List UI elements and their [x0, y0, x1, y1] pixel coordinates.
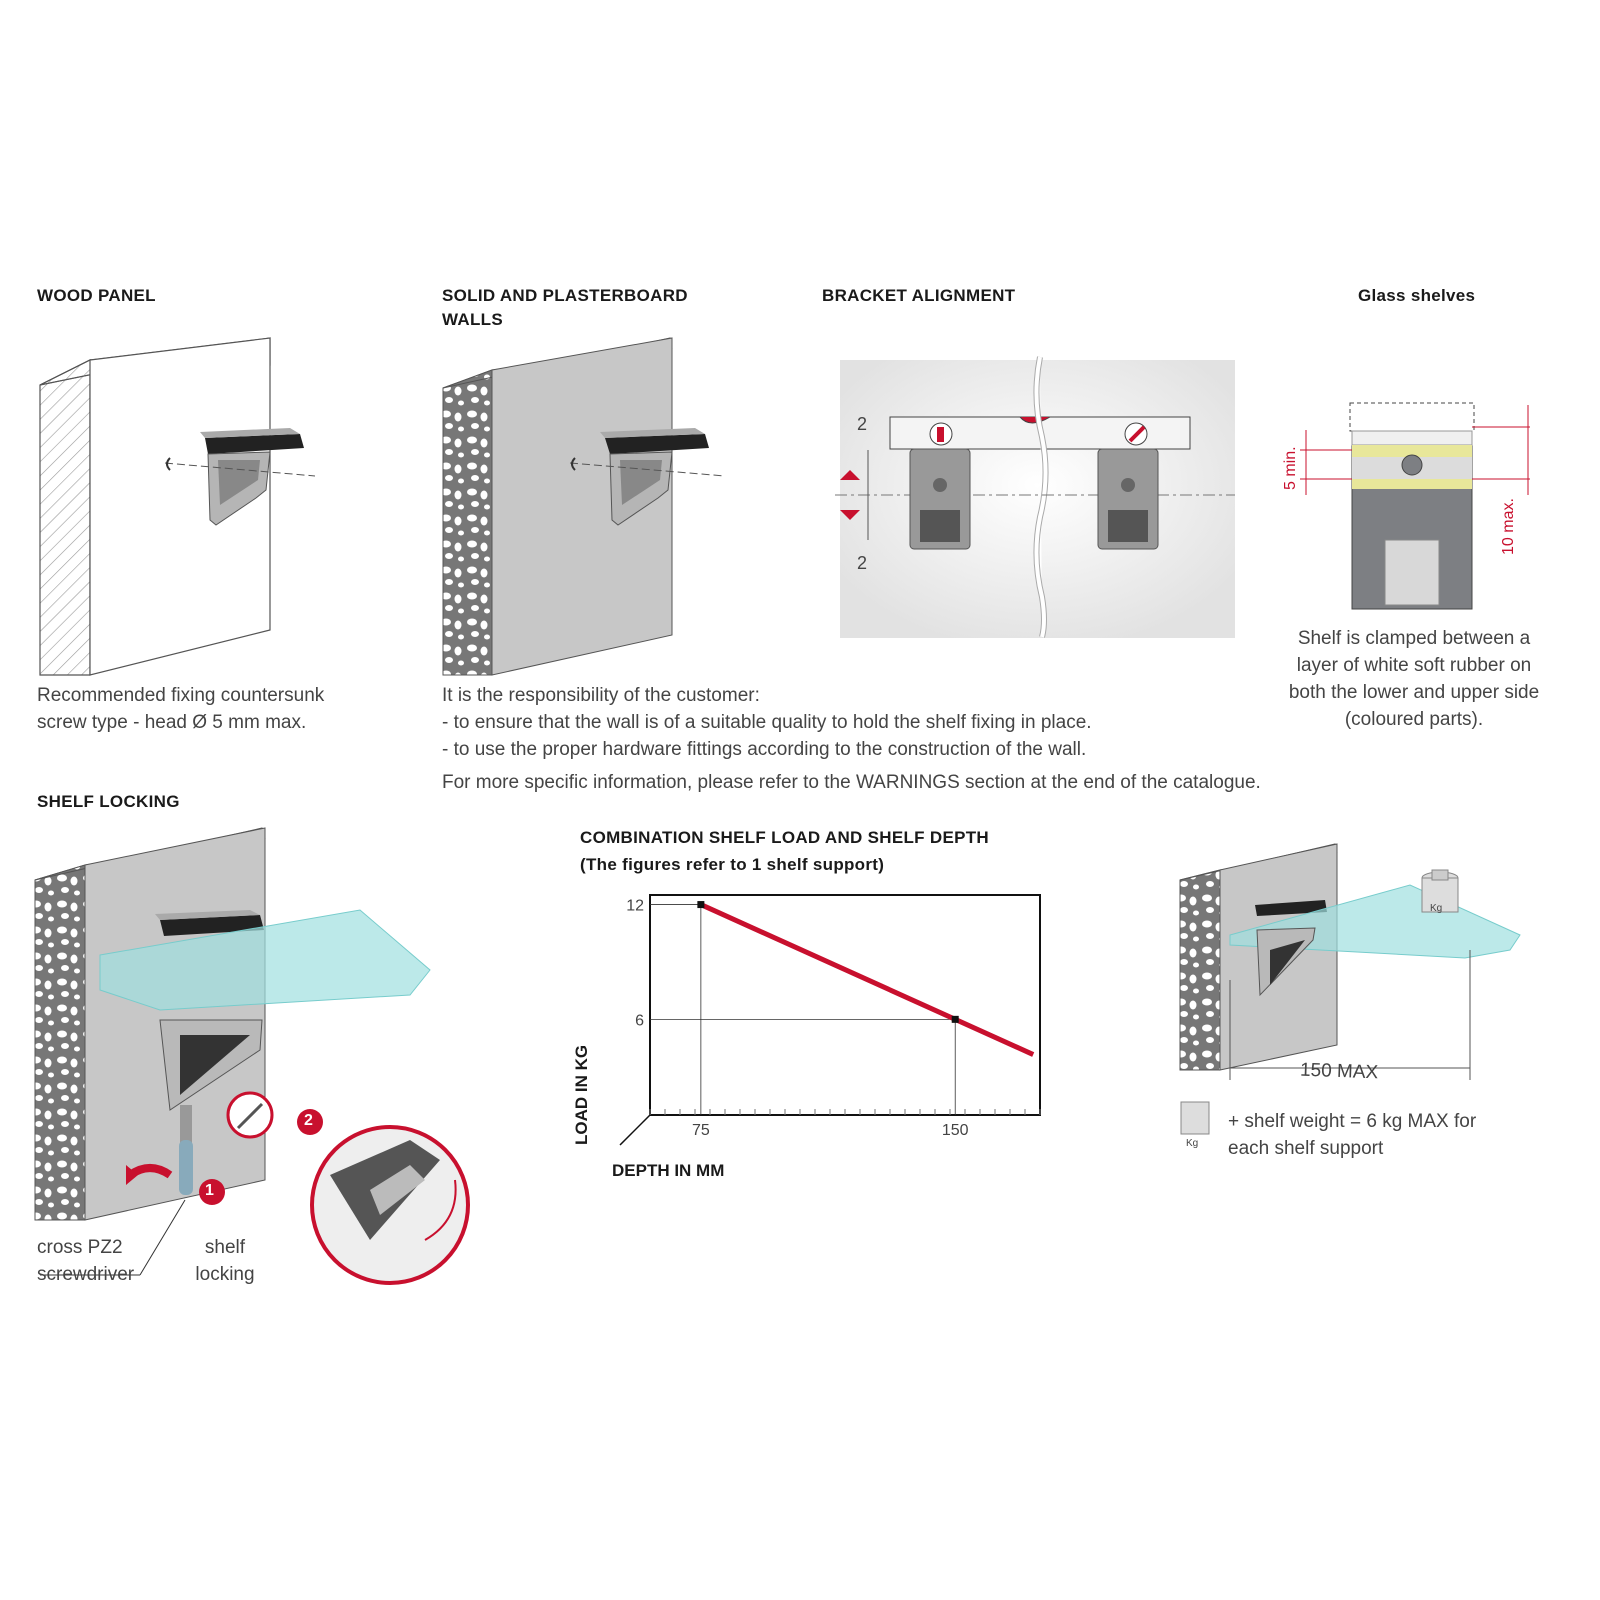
- shelf-locking-title: SHELF LOCKING: [37, 792, 180, 811]
- chart-x-tick-label: 150: [942, 1122, 969, 1139]
- wood-panel-caption: Recommended fixing countersunk screw typ…: [37, 682, 324, 736]
- kg-weight-label: Kg: [1430, 903, 1443, 914]
- glass-max-label: 10 max.: [1500, 498, 1517, 555]
- glass-shelves-caption: Shelf is clamped between a layer of whit…: [1268, 625, 1560, 733]
- load-weight-caption-line: each shelf support: [1228, 1138, 1384, 1159]
- chart-subtitle: (The figures refer to 1 shelf support): [580, 855, 885, 874]
- chart-x-tick-label: 75: [692, 1122, 710, 1139]
- glass-shelves-illustration: [1300, 402, 1530, 610]
- bracket-alignment-illustration: [835, 356, 1235, 638]
- chart-data-point: [697, 901, 705, 909]
- solid-walls-caption-line: For more specific information, please re…: [442, 772, 1261, 793]
- glass-caption-line: Shelf is clamped between a: [1297, 628, 1531, 649]
- load-weight-caption: + shelf weight = 6 kg MAX for each shelf…: [1228, 1108, 1476, 1162]
- glass-caption-line: both the lower and upper side: [1288, 682, 1540, 703]
- screwdriver-label-line: cross PZ2: [37, 1237, 123, 1258]
- wood-panel-illustration: [39, 337, 316, 676]
- chart-series-line: [699, 902, 1035, 1057]
- chart-y-tick-label: 12: [626, 898, 644, 915]
- solid-walls-title: SOLID AND PLASTERBOARD WALLS: [442, 284, 688, 332]
- glass-caption-line: (coloured parts).: [1344, 709, 1484, 730]
- solid-walls-title-line: SOLID AND PLASTERBOARD: [442, 286, 688, 305]
- alignment-upper-value: 2: [857, 414, 868, 434]
- wood-panel-caption-line: Recommended fixing countersunk: [37, 685, 325, 706]
- screwdriver-label-line: screwdriver: [37, 1264, 135, 1285]
- load-weight-illustration: [1179, 843, 1521, 1135]
- load-weight-caption-line: + shelf weight = 6 kg MAX for: [1228, 1111, 1477, 1132]
- bracket-alignment-title: BRACKET ALIGNMENT: [822, 286, 1016, 305]
- chart-data-point: [951, 1015, 959, 1023]
- glass-min-label: 5 min.: [1282, 446, 1299, 490]
- chart-title: COMBINATION SHELF LOAD AND SHELF DEPTH: [580, 828, 989, 847]
- shelf-locking-label-line: locking: [195, 1264, 255, 1285]
- load-depth-chart: 12 6 75 150: [619, 894, 1041, 1146]
- solid-walls-caption-line: It is the responsibility of the customer…: [442, 685, 760, 706]
- solid-walls-title-line: WALLS: [442, 310, 503, 329]
- wood-panel-title: WOOD PANEL: [37, 286, 156, 305]
- solid-walls-caption: It is the responsibility of the customer…: [442, 682, 1261, 796]
- shelf-locking-illustration: [34, 827, 470, 1285]
- solid-walls-caption-line: - to use the proper hardware fittings ac…: [442, 739, 1087, 760]
- chart-xlabel: DEPTH IN MM: [612, 1161, 725, 1180]
- chart-y-tick-label: 6: [635, 1012, 644, 1029]
- step-2-badge: 2: [304, 1112, 313, 1129]
- step-1-badge: 1: [205, 1182, 214, 1199]
- shelf-locking-label: shelf locking: [180, 1234, 270, 1288]
- solid-wall-illustration: [442, 337, 726, 676]
- glass-shelves-title: Glass shelves: [1358, 286, 1476, 305]
- wood-panel-caption-line: screw type - head Ø 5 mm max.: [37, 712, 307, 733]
- alignment-lower-value: 2: [857, 553, 868, 573]
- solid-walls-caption-line: - to ensure that the wall is of a suitab…: [442, 712, 1092, 733]
- glass-caption-line: layer of white soft rubber on: [1296, 655, 1532, 676]
- screwdriver-label: cross PZ2 screwdriver: [37, 1234, 134, 1288]
- kg-weight-small-label: Kg: [1186, 1138, 1199, 1149]
- chart-ylabel: LOAD IN KG: [572, 1044, 591, 1145]
- depth-max-label: 150 MAX: [1299, 1059, 1379, 1084]
- chart-frame: [649, 894, 1041, 1116]
- shelf-locking-label-line: shelf: [204, 1237, 246, 1258]
- chart-axis-perspective: [619, 1114, 651, 1146]
